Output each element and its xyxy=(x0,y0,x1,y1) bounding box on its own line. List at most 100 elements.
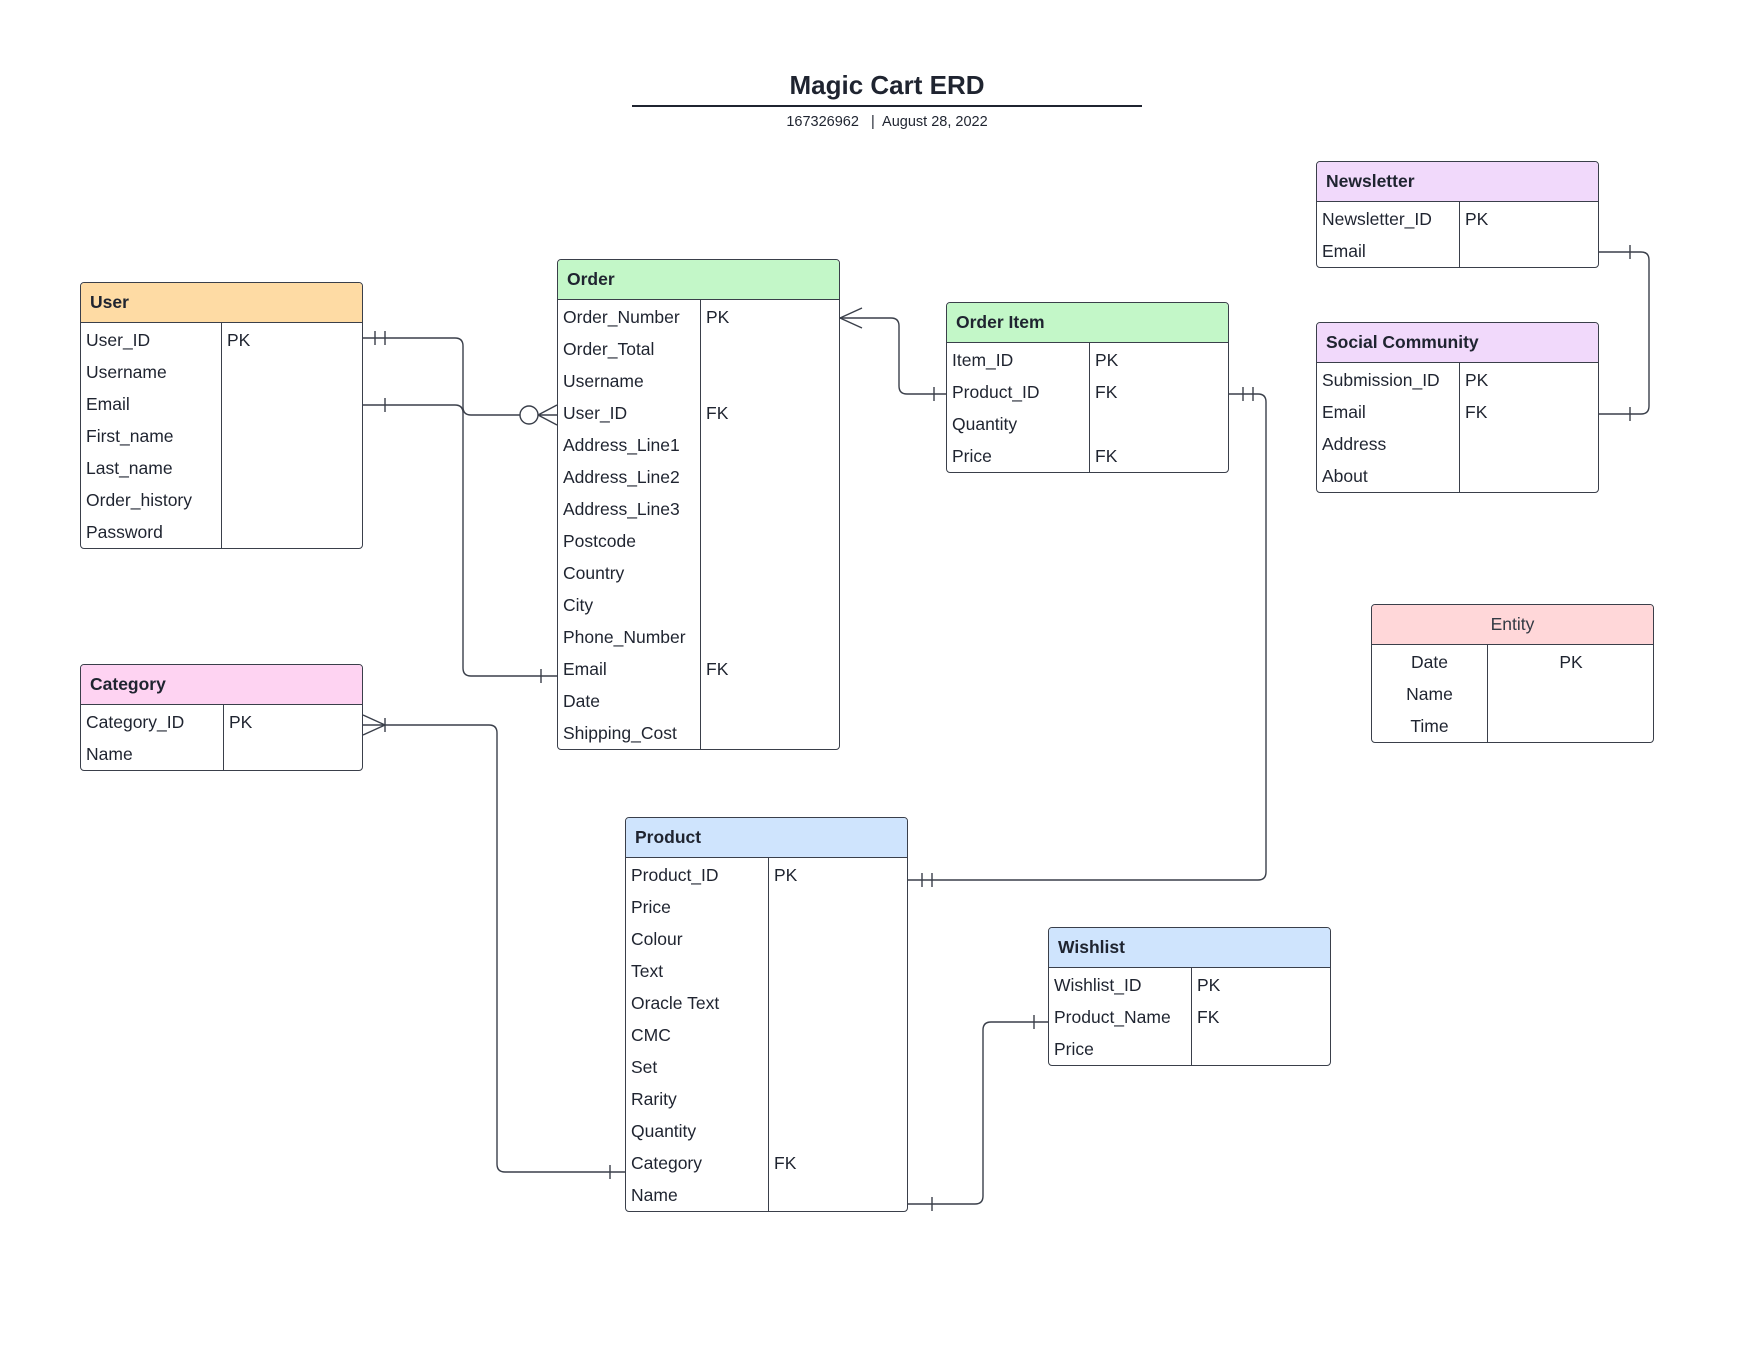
attribute-name: Address_Line3 xyxy=(563,499,680,519)
entity-header: Category xyxy=(81,665,362,705)
attribute-key: PK xyxy=(1559,652,1583,672)
entity-header: Product xyxy=(626,818,907,858)
column-divider xyxy=(768,858,769,1211)
column-divider xyxy=(1089,343,1090,472)
attribute-name: Shipping_Cost xyxy=(563,723,677,743)
attribute-key: PK xyxy=(227,330,251,350)
attribute-row: Colour xyxy=(626,923,907,955)
attribute-key: FK xyxy=(1095,382,1118,402)
column-divider xyxy=(1191,968,1192,1065)
cardinality-zero-circle xyxy=(519,405,539,425)
diagram-subtitle: 167326962 | August 28, 2022 xyxy=(786,114,988,130)
column-divider xyxy=(1487,645,1488,742)
attribute-name: About xyxy=(1322,466,1368,486)
column-divider xyxy=(1459,363,1460,492)
attribute-name: Address_Line2 xyxy=(563,467,680,487)
attribute-name: Quantity xyxy=(952,414,1018,434)
attribute-name: Username xyxy=(86,362,167,382)
attribute-row: Order_Total xyxy=(558,333,839,365)
attribute-row: Order_history xyxy=(81,484,362,516)
crows-foot-many xyxy=(839,307,863,329)
attribute-name: Category xyxy=(631,1153,703,1173)
attribute-row: First_name xyxy=(81,420,362,452)
attribute-key: PK xyxy=(1197,975,1221,995)
attribute-row: Quantity xyxy=(626,1115,907,1147)
attribute-name: Rarity xyxy=(631,1089,677,1109)
attribute-name: Phone_Number xyxy=(563,627,686,647)
attribute-row: CMC xyxy=(626,1019,907,1051)
attribute-row: Last_name xyxy=(81,452,362,484)
attribute-key: PK xyxy=(774,865,798,885)
attribute-row: Username xyxy=(81,356,362,388)
entity-header: Social Community xyxy=(1317,323,1598,363)
relationship-line xyxy=(363,337,530,416)
attribute-name: Username xyxy=(563,371,644,391)
attribute-name: Quantity xyxy=(631,1121,697,1141)
column-divider xyxy=(700,300,701,749)
attribute-row: Time xyxy=(1372,710,1653,742)
attribute-key: FK xyxy=(706,659,729,679)
attribute-name: Newsletter_ID xyxy=(1322,209,1432,229)
attribute-row: Email xyxy=(1317,235,1598,267)
attribute-row: Email xyxy=(81,388,362,420)
attribute-row: Username xyxy=(558,365,839,397)
attribute-row: Date xyxy=(558,685,839,717)
attribute-name: User_ID xyxy=(563,403,628,423)
attribute-row: Shipping_Cost xyxy=(558,717,839,749)
attribute-name: City xyxy=(563,595,594,615)
attribute-row: Text xyxy=(626,955,907,987)
attribute-name: Date xyxy=(1411,652,1448,672)
attribute-name: Order_Total xyxy=(563,339,655,359)
diagram-title-block: Magic Cart ERD 167326962 | August 28, 20… xyxy=(632,70,1142,130)
relationship-line xyxy=(363,404,557,677)
attribute-row: About xyxy=(1317,460,1598,492)
diagram-title: Magic Cart ERD xyxy=(632,70,1142,107)
relationship-line xyxy=(908,1021,1048,1205)
attribute-name: First_name xyxy=(86,426,174,446)
attribute-name: Country xyxy=(563,563,625,583)
entity-attributes: Newsletter_ID PK Email xyxy=(1317,202,1598,267)
attribute-name: Date xyxy=(563,691,600,711)
entity-header: Newsletter xyxy=(1317,162,1598,202)
attribute-key: PK xyxy=(1465,209,1489,229)
attribute-name: Name xyxy=(631,1185,678,1205)
attribute-name: Price xyxy=(952,446,992,466)
relationship-line xyxy=(908,393,1267,881)
attribute-row: Address xyxy=(1317,428,1598,460)
attribute-row: Wishlist_ID PK xyxy=(1049,969,1330,1001)
attribute-key: PK xyxy=(706,307,730,327)
attribute-name: Password xyxy=(86,522,163,542)
attribute-name: Name xyxy=(1406,684,1453,704)
attribute-name: Email xyxy=(86,394,130,414)
attribute-name: Oracle Text xyxy=(631,993,720,1013)
attribute-name: Wishlist_ID xyxy=(1054,975,1142,995)
attribute-row: Name xyxy=(1372,678,1653,710)
